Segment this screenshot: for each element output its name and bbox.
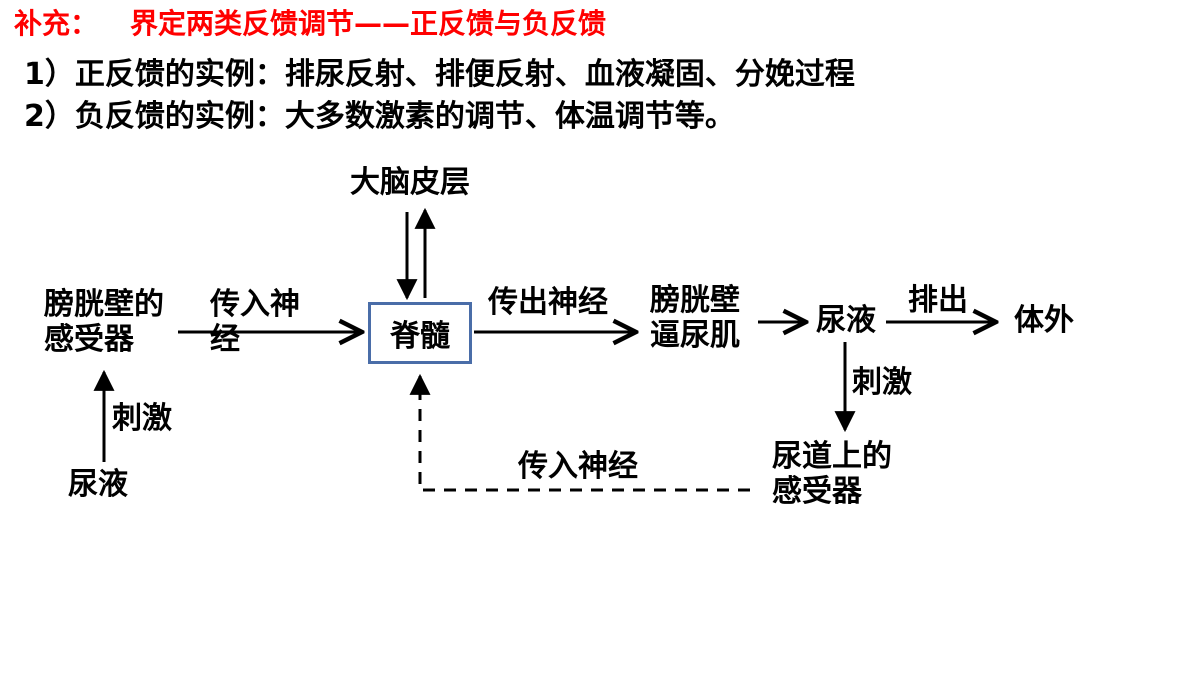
afferent-top-line2: 经 <box>210 321 240 357</box>
urethra-receptor-line1: 尿道上的 <box>772 439 892 474</box>
heading-title: 界定两类反馈调节——正反馈与负反馈 <box>130 7 607 40</box>
urethra-receptor-line2: 感受器 <box>772 473 862 509</box>
node-cerebral-cortex: 大脑皮层 <box>350 165 470 200</box>
node-spinal-cord: 脊髓 <box>368 302 472 364</box>
bladder-receptor-line1: 膀胱壁的 <box>44 287 164 322</box>
node-urine-left: 尿液 <box>68 467 128 502</box>
node-outside-body: 体外 <box>1014 303 1074 338</box>
detrusor-line2: 逼尿肌 <box>650 317 740 353</box>
point-negative-feedback: 2）负反馈的实例：大多数激素的调节、体温调节等。 <box>24 99 735 134</box>
bladder-receptor-line2: 感受器 <box>44 321 134 357</box>
label-efferent: 传出神经 <box>488 285 608 320</box>
feedback-dashed-path <box>409 373 750 492</box>
node-detrusor: 膀胱壁 逼尿肌 <box>650 283 740 353</box>
node-bladder-receptor: 膀胱壁的 感受器 <box>44 287 164 357</box>
node-urine-right: 尿液 <box>816 303 876 338</box>
label-stimulus-left: 刺激 <box>112 401 172 436</box>
heading-prefix: 补充： <box>14 7 99 40</box>
label-afferent-top: 传入神 经 <box>210 287 300 357</box>
detrusor-line1: 膀胱壁 <box>650 283 740 318</box>
label-discharge: 排出 <box>908 283 968 318</box>
label-afferent-bottom: 传入神经 <box>518 449 638 484</box>
node-urethra-receptor: 尿道上的 感受器 <box>772 439 892 509</box>
label-stimulus-right: 刺激 <box>852 365 912 400</box>
point-positive-feedback: 1）正反馈的实例：排尿反射、排便反射、血液凝固、分娩过程 <box>24 57 855 92</box>
afferent-top-line1: 传入神 <box>210 287 300 322</box>
